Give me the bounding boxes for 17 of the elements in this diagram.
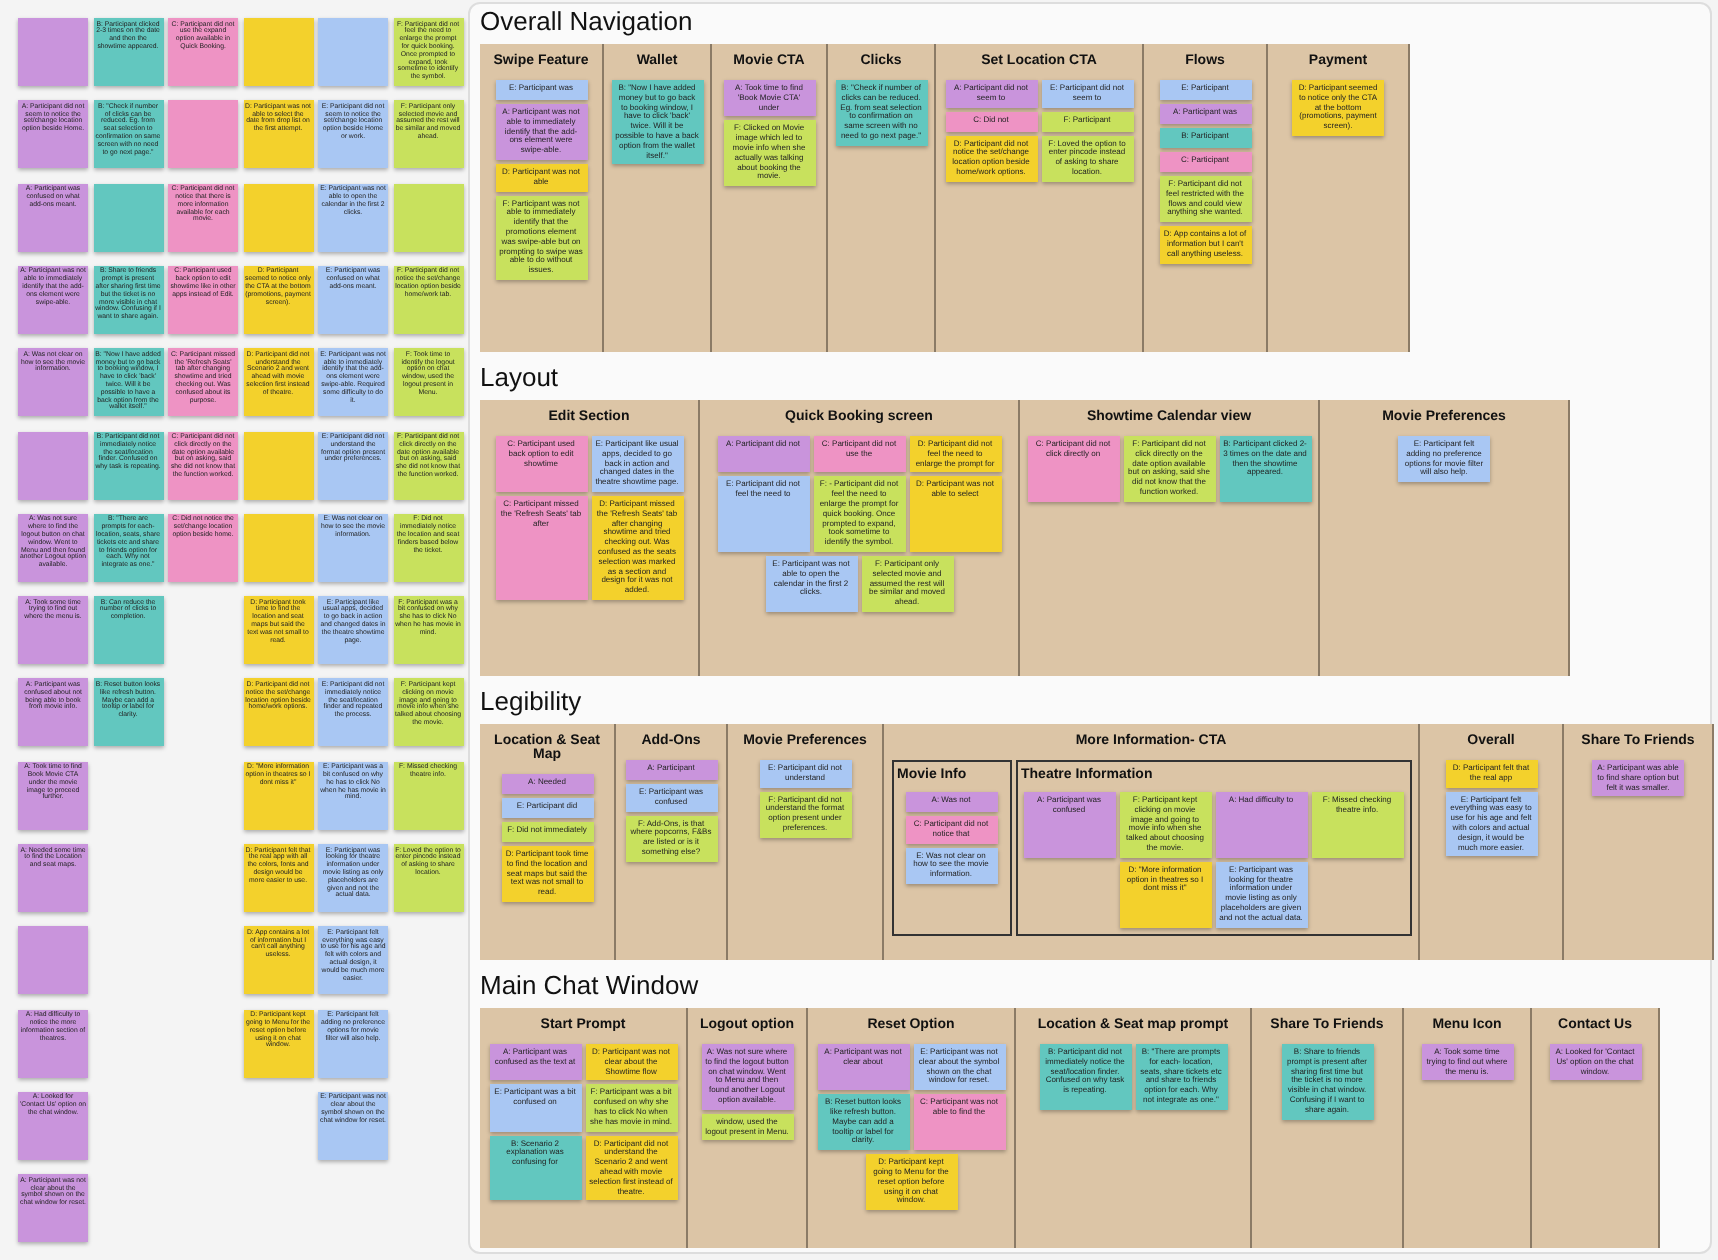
sticky-note (18, 431, 88, 499)
section-title: Legibility (480, 686, 582, 716)
subgroup-frame (891, 760, 1011, 936)
sticky-note (93, 183, 163, 252)
section-title: Main Chat Window (480, 970, 699, 1000)
sticky-note (318, 18, 388, 86)
sticky-note (243, 431, 313, 499)
sticky-note (243, 513, 313, 582)
sticky-note (18, 18, 88, 86)
section-title: Layout (480, 362, 559, 392)
sticky-note (18, 926, 88, 995)
subgroup-frame (1015, 760, 1411, 936)
sticky-note (243, 183, 313, 252)
sticky-note (243, 18, 313, 86)
sticky-note (168, 100, 238, 169)
section-title: Overall Navigation (480, 6, 693, 36)
sticky-note (393, 183, 463, 252)
